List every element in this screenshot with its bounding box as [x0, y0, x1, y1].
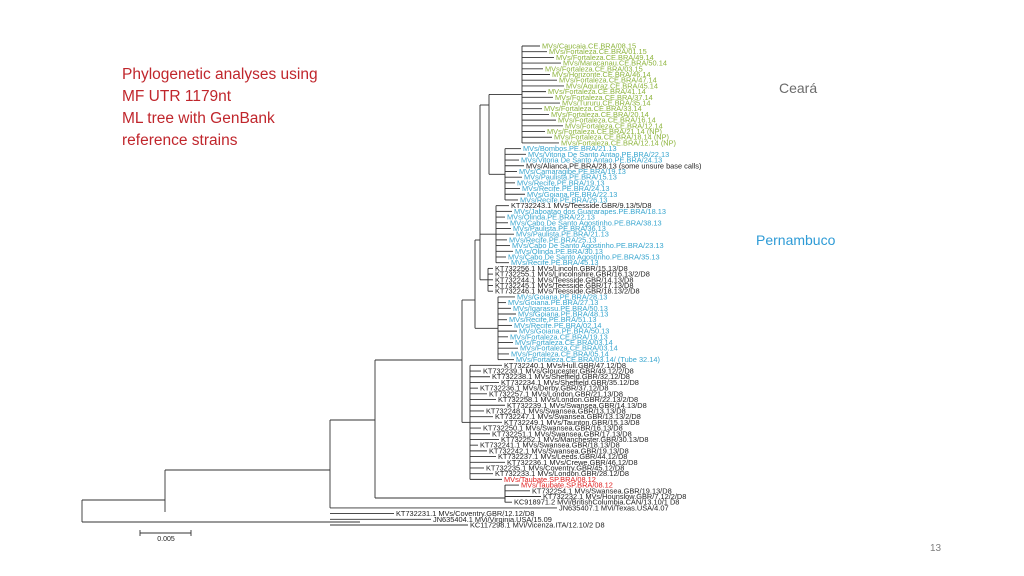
leaf-label: KT732251.1 MVs/Swansea.GBR/17.13/D8: [492, 429, 632, 438]
slide-title: Phylogenetic analyses using MF UTR 1179n…: [122, 64, 318, 152]
leaf-label: KT732243.1 MVs/Teesside.GBR/9.13/5/D8: [511, 201, 652, 210]
leaf-label: KT732248.1 MVs/Swansea.GBR/13.13/D8: [486, 406, 626, 415]
scale-bar: 0.005: [139, 530, 192, 543]
leaf-label: MVs/Taubate.SP.BRA/08.12: [504, 475, 596, 484]
leaf-label: MVs/Fortaleza.CE.BRA/16.14: [558, 116, 656, 125]
leaf-label: MVs/Fortaleza.CE.BRA/19.13: [510, 332, 608, 341]
leaf-label: MVs/Fortaleza.CE.BRA/33.14: [544, 104, 642, 113]
leaf-label: MVs/Fortaleza.CE.BRA/03.14: [520, 344, 618, 353]
leaf-label: JN635404.1 MVi/Virginia.USA/15.09: [433, 515, 552, 524]
leaf-label: MVs/Cabo De Santo Agostinho.PE.BRA/23.13: [512, 241, 664, 250]
title-line-1: Phylogenetic analyses using: [122, 66, 318, 83]
leaf-label: MVs/Bombos.PE.BRA/21.13: [523, 144, 617, 153]
leaf-label: MVs/Vitoria De Santo Antao.PE.BRA/22.13: [528, 150, 669, 159]
leaf-label: KT732234.1 MVs/Sheffield.GBR/35.12/D8: [501, 378, 639, 387]
leaf-label: KT732244.1 MVs/Teesside.GBR/14.13/D8: [495, 275, 633, 284]
leaf-label: MVs/Paulista.PE.BRA/36.13: [513, 224, 606, 233]
leaf-label: MVs/Maracanau.CE.BRA/50.14: [563, 59, 667, 68]
leaf-label: KT732235.1 MVs/Coventry.GBR/45.12/D8: [486, 463, 624, 472]
leaf-label: MVs/Alianca.PE.BRA/28.13 (some unsure ba…: [526, 161, 701, 170]
leaf-label: KC918971.2 MVi/BritishColumbia.CAN/13.10…: [514, 498, 679, 507]
leaf-label: KT732238.1 MVs/Sheffield.GBR/32.12/D8: [492, 372, 630, 381]
leaf-label: KT732239.1 MVs/Swansea.GBR/14.13/D8: [507, 401, 647, 410]
leaf-label: MVs/Fortaleza.CE.BRA/03.14/ (Tube 32.14): [516, 355, 660, 364]
leaf-label: KT732249.1 MVs/Taunton.GBR/15.13/D8: [504, 418, 640, 427]
title-line-2: MF UTR 1179nt: [122, 88, 232, 105]
leaf-label: MVs/Vitoria De Santo Antao.PE.BRA/24.13: [521, 156, 662, 165]
page-number: 13: [930, 543, 942, 554]
leaf-label: MVs/Recife.PE.BRA/24.13: [522, 184, 610, 193]
region-label-pernambuco: Pernambuco: [756, 232, 836, 248]
leaf-label: MVs/Paulista.PE.BRA/15.13: [524, 173, 617, 182]
leaf-label: MVs/Goiana.PE.BRA/50.13: [519, 327, 609, 336]
leaf-label: KT732256.1 MVs/Lincoln.GBR/15.13/D8: [495, 264, 628, 273]
leaf-label: MVs/Recife.PE.BRA/19.13: [517, 178, 605, 187]
tree-branches: [81, 45, 564, 526]
leaf-label: MVs/Fortaleza.CE.BRA/47.14: [559, 76, 657, 85]
leaf-label: MVs/Fortaleza.CE.BRA/01.15: [549, 47, 647, 56]
leaf-label: MVs/Fortaleza.CE.BRA/20.14: [551, 110, 649, 119]
leaf-label: MVs/Fortaleza.CE.BRA/12.14: [565, 121, 663, 130]
leaf-label: KT732239.1 MVs/Gloucester.GBR/49.12/2/D8: [483, 367, 634, 376]
leaf-label: MVs/Goiana.PE.BRA/27.13: [508, 298, 598, 307]
leaf-label: KT732255.1 MVs/Lincolnshire.GBR/16.13/2/…: [495, 270, 650, 279]
leaf-label: MVs/Aquiraz.CE.BRA/45.14: [566, 81, 658, 90]
leaf-label: KT732245.1 MVs/Teesside.GBR/17.13/D8: [495, 281, 633, 290]
leaf-label: MVs/Horizonte.CE.BRA/46.14: [552, 70, 651, 79]
leaf-label: MVs/Recife.PE.BRA/45.13: [511, 258, 599, 267]
leaf-label: KT732241.1 MVs/Swansea.GBR/18.13/D8: [480, 441, 620, 450]
leaf-label: MVs/Olinda.PE.BRA/22.13: [507, 213, 595, 222]
leaf-label: MVs/Fortaleza.CE.BRA/41.14: [548, 87, 646, 96]
leaf-label: KT732237.1 MVs/Leeds.GBR/44.12/D8: [498, 452, 627, 461]
leaf-label: MVs/Olinda.PE.BRA/30.13: [515, 247, 603, 256]
leaf-label: KT732242.1 MVs/Swansea.GBR/19.13/D8: [489, 446, 629, 455]
leaf-label: MVs/Fortaleza.CE.BRA/18.14 (NP): [554, 133, 669, 142]
leaf-label: KT732232.1 MVs/Hounslow.GBR/7.12/2/D8: [543, 492, 686, 501]
leaf-label: KC117298.1 MVi/Vicenza.ITA/12.10/2 D8: [470, 521, 605, 530]
leaf-label: KT732252.1 MVs/Manchester.GBR/30.13/D8: [501, 435, 648, 444]
leaf-label: MVs/Recife.PE.BRA/02.14: [514, 321, 602, 330]
leaf-label: JN635407.1 MVi/Texas.USA/4.07: [559, 503, 669, 512]
leaf-label: KT732236.1 MVs/Derby.GBR/37.12/D8: [480, 384, 608, 393]
leaf-label: KT732257.1 MVs/London.GBR/21.13/D8: [489, 389, 623, 398]
leaf-label: MVs/Goiana.PE.BRA/48.13: [518, 310, 608, 319]
leaf-label: KT732258.1 MVs/London.GBR/22.13/2/D8: [498, 395, 638, 404]
leaf-label: MVs/Fortaleza.CE.BRA/03.15: [545, 64, 643, 73]
leaf-label: MVs/Camaragibe.PE.BRA/19.13: [519, 167, 626, 176]
title-line-4: reference strains: [122, 132, 238, 149]
leaf-label: MVs/Fortaleza.CE.BRA/03.14: [515, 338, 613, 347]
leaf-label: MVs/Taubate.SP.BRA/08.12: [521, 481, 613, 490]
leaf-label: KT732240.1 MVs/Hull.GBR/47.12/D8: [504, 361, 626, 370]
leaf-label: MVs/Igarassu.PE.BRA/50.13: [513, 304, 608, 313]
leaf-label: MVs/Tururu.CE.BRA/35.14: [562, 99, 650, 108]
tree-leaf-labels: MVs/Caucaia.CE.BRA/08.15MVs/Fortaleza.CE…: [396, 42, 701, 530]
leaf-label: MVs/Recife.PE.BRA/51.13: [509, 315, 597, 324]
leaf-label: MVs/Cabo De Santo Agostinho.PE.BRA/38.13: [510, 218, 662, 227]
leaf-label: KT732254.1 MVs/Swansea.GBR/19.13/D8: [532, 486, 672, 495]
leaf-label: KT732250.1 MVs/Swansea.GBR/16.13/D8: [483, 424, 623, 433]
leaf-label: MVs/Fortaleza.CE.BRA/12.14 (NP): [561, 138, 676, 147]
title-line-3: ML tree with GenBank: [122, 110, 275, 127]
leaf-label: MVs/Fortaleza.CE.BRA/37.14: [555, 93, 653, 102]
leaf-label: KT732231.1 MVs/Coventry.GBR/12.12/D8: [396, 509, 534, 518]
leaf-label: MVs/Goiana.PE.BRA/28.13: [517, 292, 607, 301]
leaf-label: KT732236.1 MVs/Crewe.GBR/46.12/D8: [507, 458, 638, 467]
leaf-label: MVs/Fortaleza.CE.BRA/21.14 (NP): [547, 127, 662, 136]
leaf-label: KT732246.1 MVs/Teesside.GBR/18.13/2/D8: [495, 287, 640, 296]
leaf-label: MVs/Jaboatao dos Guararapes.PE.BRA/18.13: [514, 207, 666, 216]
leaf-label: MVs/Goiana.PE.BRA/22.13: [527, 190, 617, 199]
leaf-label: MVs/Cabo De Santo Agostinho.PE.BRA/35.13: [508, 252, 660, 261]
scale-bar-label: 0.005: [157, 536, 175, 543]
leaf-label: MVs/Caucaia.CE.BRA/08.15: [542, 42, 636, 51]
leaf-label: KT732247.1 MVs/Swansea.GBR/13.13/2/D8: [495, 412, 641, 421]
region-label-ceara: Ceará: [779, 80, 818, 96]
leaf-label: MVs/Fortaleza.CE.BRA/05.14: [511, 349, 609, 358]
leaf-label: MVs/Fortaleza.CE.BRA/49.14: [556, 53, 654, 62]
leaf-label: KT732233.1 MVs/London.GBR/28.12/D8: [495, 469, 629, 478]
leaf-label: MVs/Recife.PE.BRA/25.13: [509, 235, 597, 244]
leaf-label: MVs/Paulista.PE.BRA/21.13: [516, 230, 609, 239]
leaf-label: MVs/Recife.PE.BRA/26.13: [520, 195, 608, 204]
